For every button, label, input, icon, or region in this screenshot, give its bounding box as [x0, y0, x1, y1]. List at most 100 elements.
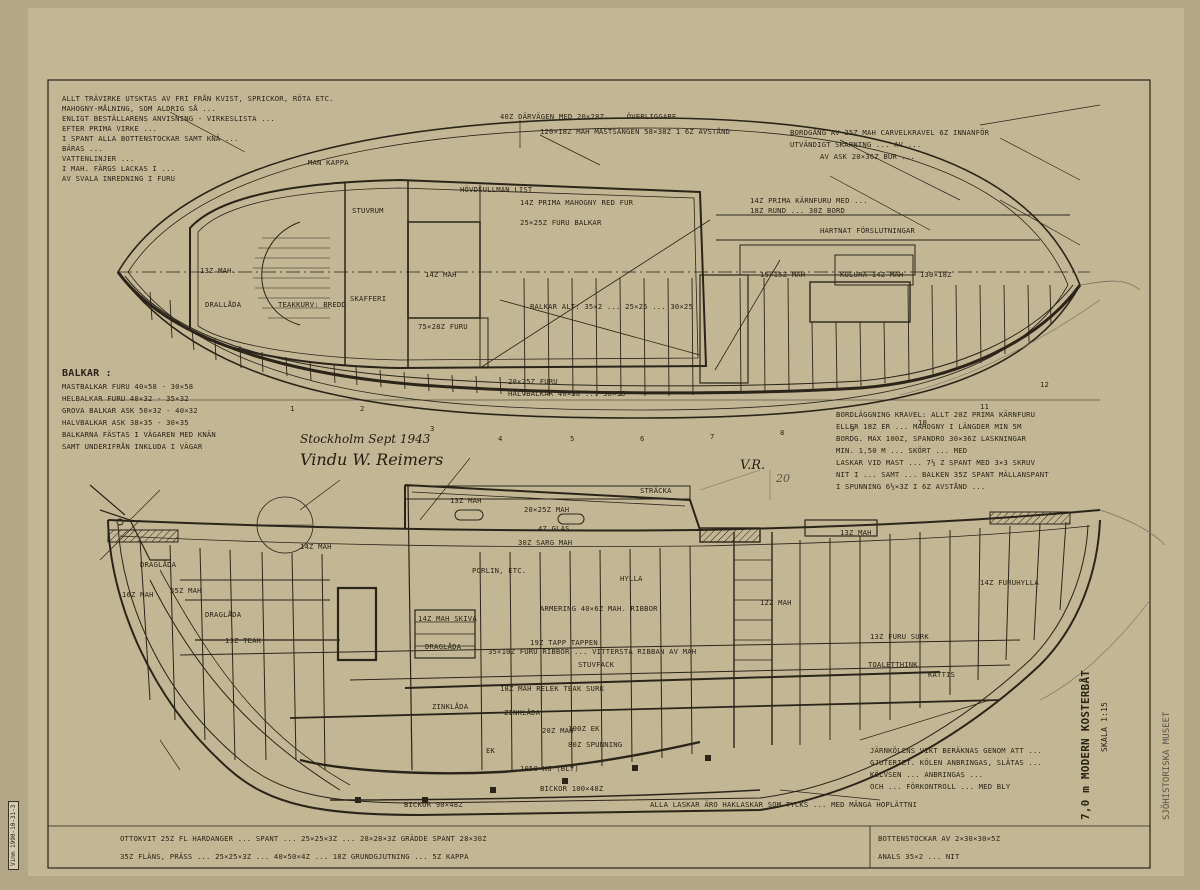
label-mah-12: 12Z MAH [760, 598, 792, 607]
top-left-note-9: AV SVALA INREDNING I FURU [62, 174, 176, 183]
right-mid-note-2: ELLER 18Z ER ... MAHOGNY I LÄNGDER MIN 5… [836, 422, 1022, 431]
balkar-line-6: SAMT UNDERIFRÅN INKLUDA I VÄGAR [62, 442, 203, 451]
label-draglada3: DRAGLÅDA [425, 642, 462, 651]
label-toaletthink: TOALETTHINK [868, 660, 918, 669]
archive-label: Vimm 1990-10-31-3 [8, 800, 19, 870]
label-stuvfack: STUVFACK [578, 660, 615, 669]
station-11: 11 [980, 402, 990, 411]
cabin-outline-inner [197, 187, 699, 361]
keel-bolts [355, 755, 711, 803]
doghouse-roof [404, 485, 691, 500]
label-mast-top: 120×18Z MAH MASTSÄNGEN 58×38Z 1 6Z AVSTÅ… [540, 127, 731, 136]
right-mid-note-4: MIN. 1,50 M ... SKÖRT ... MED [836, 446, 968, 455]
hull-lower-line-2 [124, 275, 1074, 387]
station-2: 2 [360, 404, 365, 413]
label-furu-75: 75×28Z FURU [418, 322, 468, 331]
porthole-1 [454, 509, 484, 521]
label-mah-13a: 13Z MAH [450, 496, 482, 505]
label-man-kappa: MAN KAPPA [308, 158, 349, 167]
right-top-note-1: BORDGÅNG AV 25Z MAH CARVELKRAVEL 6Z INNA… [790, 128, 990, 137]
label-blyk: 1050 KG (BLY) [520, 764, 579, 773]
label-mah-13b: 13Z MAH [840, 528, 872, 537]
label-draglada: DRAGLÅDA [140, 560, 177, 569]
right-bottom-note-4: OCH ... FÖRKONTROLL ... MED BLY [870, 782, 1011, 791]
label-ek: EK [486, 746, 496, 755]
label-mah-15: 15×15Z MAH [760, 270, 806, 279]
keel-outer [329, 789, 761, 801]
bunk-line [404, 671, 941, 689]
floorboards [253, 237, 330, 319]
top-left-note-5: I SPANT ALLA BOTTENSTOCKAR SAMT KNÄ ... [62, 134, 239, 143]
profile-leaders [99, 457, 991, 801]
long-stringer-1 [179, 639, 1021, 656]
long-stringer-2 [349, 664, 1011, 681]
title-block-title: 7,0 m MODERN KOSTERBÅT [1079, 669, 1092, 820]
paper-sheet [28, 8, 1184, 876]
label-armering: ARMERING 40×6Z MAH. RIBBOR [540, 604, 658, 613]
label-mah-bord: 14Z PRIMA MAHOGNY RED FUR [520, 198, 634, 207]
hatch-circle [256, 496, 314, 554]
tiller [89, 484, 126, 516]
right-top-note-3: AV ASK 20×36Z BUR ... [820, 152, 916, 161]
label-tekkurd: TEAKKURV: BREDD [278, 300, 346, 309]
deck-outline-inner [127, 127, 1069, 411]
cockpit-box [739, 244, 916, 276]
label-skafferi: SKAFFERI [350, 294, 387, 303]
label-mah-20: 20Z MAH [542, 726, 574, 735]
label-furuhylla: 14Z FURUHYLLA [980, 578, 1039, 587]
label-balkar: BALKAR ALT: 35×2 ... 25×25 ... 30×25 [530, 302, 693, 311]
right-mid-note-7: I SPUNNING 6½×3Z I 6Z AVSTÅND ... [836, 482, 986, 491]
deck-sheer [107, 509, 1101, 532]
bottom-note-1: OTTOKVIT 25Z FL HARDANGER ... SPANT ... … [120, 834, 487, 843]
pencil-bow-lines [1079, 280, 1141, 291]
top-left-note-1: ALLT TRÄVIRKE UTSKTAS AV FRI FRÅN KVIST,… [62, 94, 334, 103]
deck-sheer-2 [119, 525, 1091, 547]
porthole-2 [557, 513, 585, 525]
aft-cabin-top [804, 519, 878, 537]
label-mah-14: 14Z MAH [425, 270, 457, 279]
right-mid-note-5: LASKAR VID MAST ... 7½ Z SPANT MED 3×3 S… [836, 458, 1036, 467]
laskar-note: ALLA LASKAR ÄRO HAKLASKAR SOM TYCKS ... … [650, 800, 918, 809]
label-zinklada2: ZINKLÅDA [504, 708, 541, 717]
stern-quarter-curve-2 [159, 569, 351, 786]
tiller-pivot [116, 518, 124, 526]
plan-view [100, 117, 1141, 419]
balkar-title: BALKAR : [62, 368, 112, 379]
label-mah-16: 16Z MAH [122, 590, 154, 599]
label-zinklada: ZINKLÅDA [432, 702, 469, 711]
cabin-outline [189, 178, 708, 370]
top-left-note-6: BÄRAS ... [62, 144, 103, 153]
hull-profile-inner [117, 524, 1089, 804]
station-4: 4 [498, 434, 503, 443]
bottom-right-note-1: BOTTENSTOCKAR AV 2×30×30×5Z [878, 834, 1001, 843]
label-mah-35: 35Z MAH [170, 586, 202, 595]
label-kolbult2: BICKOR 100×48Z [540, 784, 604, 793]
frames [149, 277, 1052, 397]
label-kattis: KATTIS [928, 670, 956, 679]
label-hylla: HYLLA [620, 574, 643, 583]
label-kolbult: BICKOR 90×48Z [404, 800, 463, 809]
rudder-post [99, 509, 170, 561]
label-teak-13: 13Z TEAK [225, 636, 262, 645]
right-mid-note-1: BORDLÄGGNING KRAVEL: ALLT 20Z PRIMA KÄRN… [836, 410, 1036, 419]
label-stans: 25×25Z FURU BALKAR [520, 218, 602, 227]
right-top-note-2: UTVÄNDIGT SKARNING ... AV ... [790, 140, 922, 149]
label-dagro: 40Z DÄRVÄGEN MED 20×28Z ... ÖVERLIGGARE [500, 112, 677, 121]
station-8: 8 [780, 428, 785, 437]
station-3: 3 [430, 424, 435, 433]
profile-view [89, 469, 1166, 817]
balkar-line-5: BALKARNA FÄSTAS I VÄGAREN MED KNÄN [62, 430, 216, 439]
station-7: 7 [710, 432, 715, 441]
signature-date: Stockholm Sept 1943 [300, 432, 431, 446]
top-left-note-2: MAHOGNY-MÅLNING, SOM ALDRIG SÅ ... [62, 104, 216, 113]
right-bottom-note-1: JÄRNKÖLENS VIKT BERÄKNAS GENOM ATT ... [870, 746, 1043, 755]
station-5: 5 [570, 434, 575, 443]
right-mid-note-6: NIT I ... SAMT ... BALKEN 35Z SPANT MÄLL… [836, 470, 1049, 479]
aft-box [834, 254, 914, 286]
signature-name: Vindu W. Reimers [300, 450, 444, 469]
balkar-line-2: HELBALKAR FURU 40×32 - 35×32 [62, 394, 189, 403]
label-mah-skiva: 14Z MAH SKIVA [418, 614, 477, 623]
label-mah-18: 18Z MAH RELEK TEAK SURK [500, 684, 605, 693]
label-glas: 4Z GLAS [538, 524, 570, 533]
